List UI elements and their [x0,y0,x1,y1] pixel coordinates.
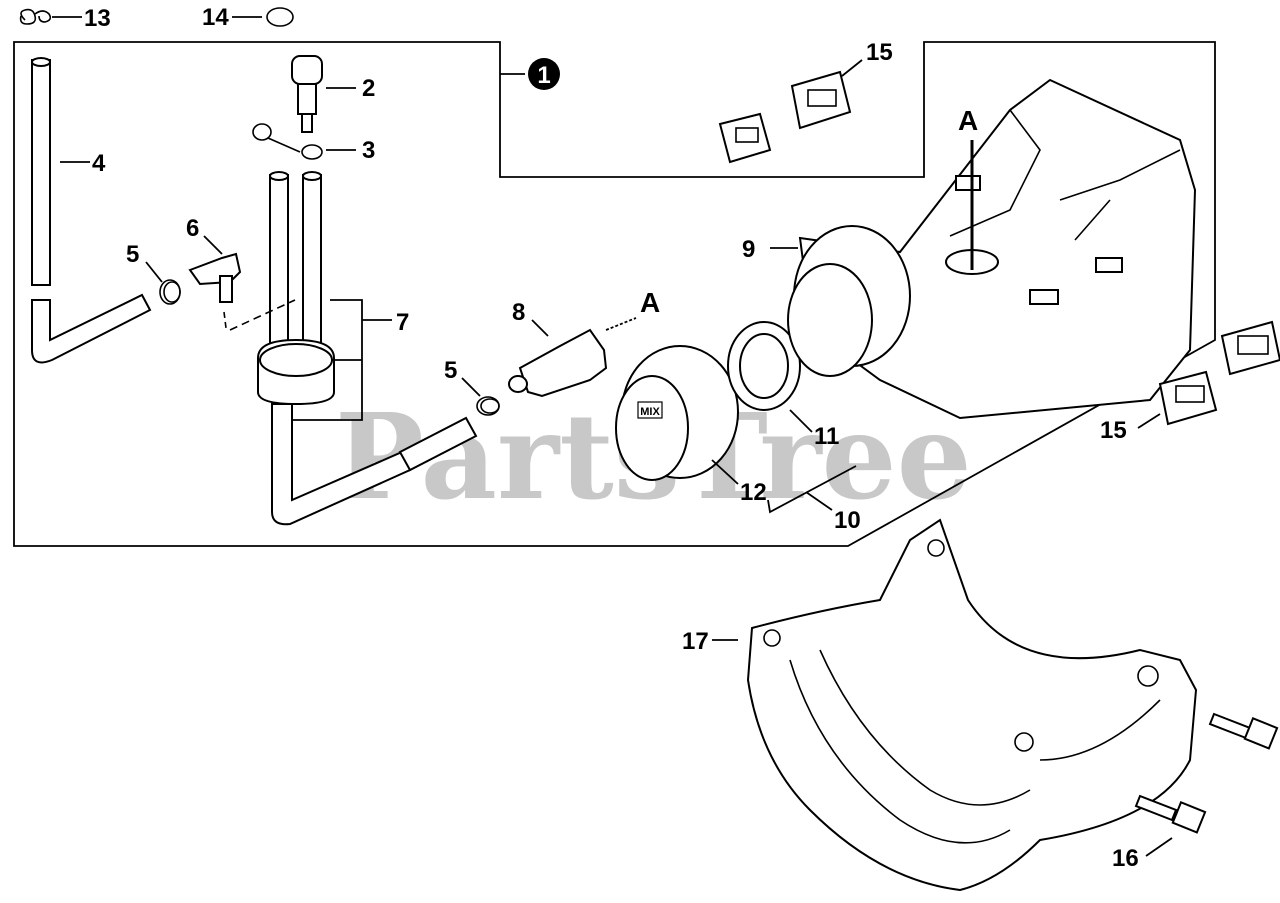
callout-16: 16 [1112,845,1139,872]
damper-15-right[interactable]: 15 [1100,320,1280,444]
callout-13: 13 [84,5,111,32]
callout-9: 9 [742,236,755,263]
damper-15-top[interactable]: 15 [718,39,893,164]
grommet-7[interactable]: 7 [229,171,412,526]
cap-assembly-10: 10 [767,465,861,534]
callout-11: 11 [814,423,839,450]
hose-clip-13[interactable]: 13 [19,5,111,32]
cap-mix-label: MIX [640,406,660,418]
tank-bracket-17[interactable]: 17 [682,518,1198,892]
callout-5-right: 5 [444,357,457,384]
clamp-ring-5-right[interactable]: 5 [444,357,500,416]
ring-14[interactable]: 14 [202,4,294,31]
callout-3: 3 [362,137,375,164]
fuel-filter-8[interactable]: 8 A [508,287,660,398]
clamp-ring-5-left[interactable]: 5 [126,241,181,305]
kit-marker: 1 [500,58,560,90]
callout-14: 14 [202,4,229,31]
kit-marker-number: 1 [537,62,550,89]
elbow-fitting-6[interactable]: 6 [186,215,242,329]
callout-17: 17 [682,628,709,655]
callout-5-left: 5 [126,241,139,268]
callout-2: 2 [362,75,375,102]
callout-8: 8 [512,299,525,326]
gasket-11[interactable]: 11 [727,321,839,450]
callout-12: 12 [740,479,767,506]
reference-a-top: A [958,105,978,136]
screw-16-upper[interactable] [1208,712,1279,750]
tank-vent-2[interactable]: 2 [291,55,375,133]
screw-16-lower[interactable]: 16 [1112,794,1207,872]
callout-15-top: 15 [866,39,893,66]
callout-6: 6 [186,215,199,242]
callout-15-right: 15 [1100,417,1127,444]
fuel-cap-12[interactable]: MIX 12 [615,345,767,506]
callout-4: 4 [92,150,106,177]
kit-boundary [13,41,1216,547]
callout-10: 10 [834,507,861,534]
o-ring-3[interactable]: 3 [252,123,375,164]
reference-a-right: A [640,287,660,318]
hose-4[interactable]: 4 [31,57,152,364]
fuel-tank-9[interactable]: 9 A [742,78,1197,420]
fuel-hose [398,416,478,472]
callout-7: 7 [396,309,409,336]
